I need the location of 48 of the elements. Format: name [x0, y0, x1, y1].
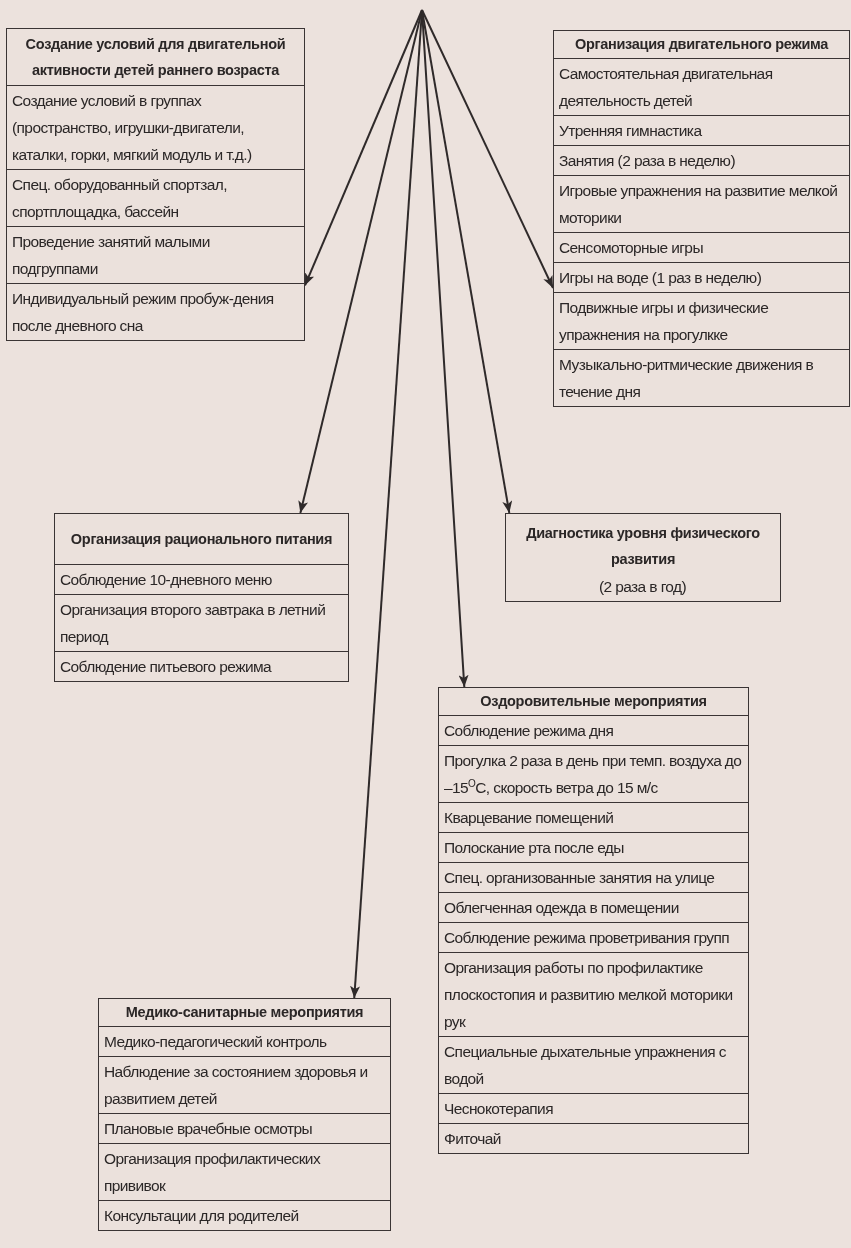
- table-row: Индивидуальный режим пробуж-дения после дневного сна: [7, 283, 304, 340]
- table-row: Прогулка 2 раза в день при темп. воздуха до –15$^{O}$С, скорость ветра до 15 м/с: [439, 745, 748, 802]
- table-row: Чеснокотерапия: [439, 1093, 748, 1123]
- process-box: [505, 513, 781, 602]
- table-row: Подвижные игры и физические упражнения на прогулкке: [554, 292, 849, 349]
- arrow: [421, 9, 513, 514]
- table-row: Утренняя гимнастика: [554, 115, 849, 145]
- box-heading: Организация двигательного режима: [574, 35, 830, 54]
- table-box: [438, 687, 749, 1154]
- box-heading: Организация рационального питания: [69, 530, 334, 549]
- table-row: Соблюдение 10-дневного меню: [55, 564, 348, 594]
- table-row: Музыкально-ритмические движения в течение дня: [554, 349, 849, 406]
- arrow: [304, 9, 423, 287]
- table-row: Сенсомоторные игры: [554, 232, 849, 262]
- arrow: [298, 9, 423, 514]
- table-row: Занятия (2 раза в неделю): [554, 145, 849, 175]
- box-heading: Оздоровительные мероприятия: [479, 692, 708, 711]
- table-row: Полоскание рта после еды: [439, 832, 748, 862]
- table-row: Соблюдение питьевого режима: [55, 651, 348, 681]
- table-row: Игры на воде (1 раз в неделю): [554, 262, 849, 292]
- table-row: Консультации для родителей: [99, 1200, 390, 1230]
- table-box: [98, 998, 391, 1231]
- table-row: Кварцевание помещений: [439, 802, 748, 832]
- table-row: Соблюдение режима проветривания групп: [439, 922, 748, 952]
- table-box: [6, 28, 305, 341]
- box-text: (2 раза в год): [597, 577, 688, 597]
- table-row: Соблюдение режима дня: [439, 715, 748, 745]
- arrow: [421, 9, 554, 289]
- table-row: Организация работы по профилактике плоскостопия и развитию мелкой моторики рук: [439, 952, 748, 1036]
- box-heading: Медико-санитарные мероприятия: [124, 1003, 365, 1022]
- table-box: [54, 513, 349, 682]
- table-row: Медико-педагогический контроль: [99, 1026, 390, 1056]
- table-row: Наблюдение за состоянием здоровья и развитием детей: [99, 1056, 390, 1113]
- table-row: Создание условий в группах (пространство, игрушки-двигатели, каталки, горки, мягкий модуль и т.д.): [7, 85, 304, 169]
- table-row: Самостоятельная двигательная деятельность детей: [554, 58, 849, 115]
- table-row: Фиточай: [439, 1123, 748, 1153]
- table-row: Облегченная одежда в помещении: [439, 892, 748, 922]
- box-heading: Диагностика уровня физического развития: [525, 524, 761, 569]
- table-row: Организация профилактических прививок: [99, 1143, 390, 1200]
- table-box: [553, 30, 850, 407]
- box-heading: Создание условий для двигательной активности детей раннего возраста: [24, 35, 287, 80]
- table-row: Организация второго завтрака в летний период: [55, 594, 348, 651]
- table-row: Специальные дыхательные упражнения с водой: [439, 1036, 748, 1093]
- table-row: Спец. организованные занятия на улице: [439, 862, 748, 892]
- table-row: Игровые упражнения на развитие мелкой моторики: [554, 175, 849, 232]
- table-row: Плановые врачебные осмотры: [99, 1113, 390, 1143]
- table-row: Проведение занятий малыми подгруппами: [7, 226, 304, 283]
- table-row: Спец. оборудованный спортзал, спортплощадка, бассейн: [7, 169, 304, 226]
